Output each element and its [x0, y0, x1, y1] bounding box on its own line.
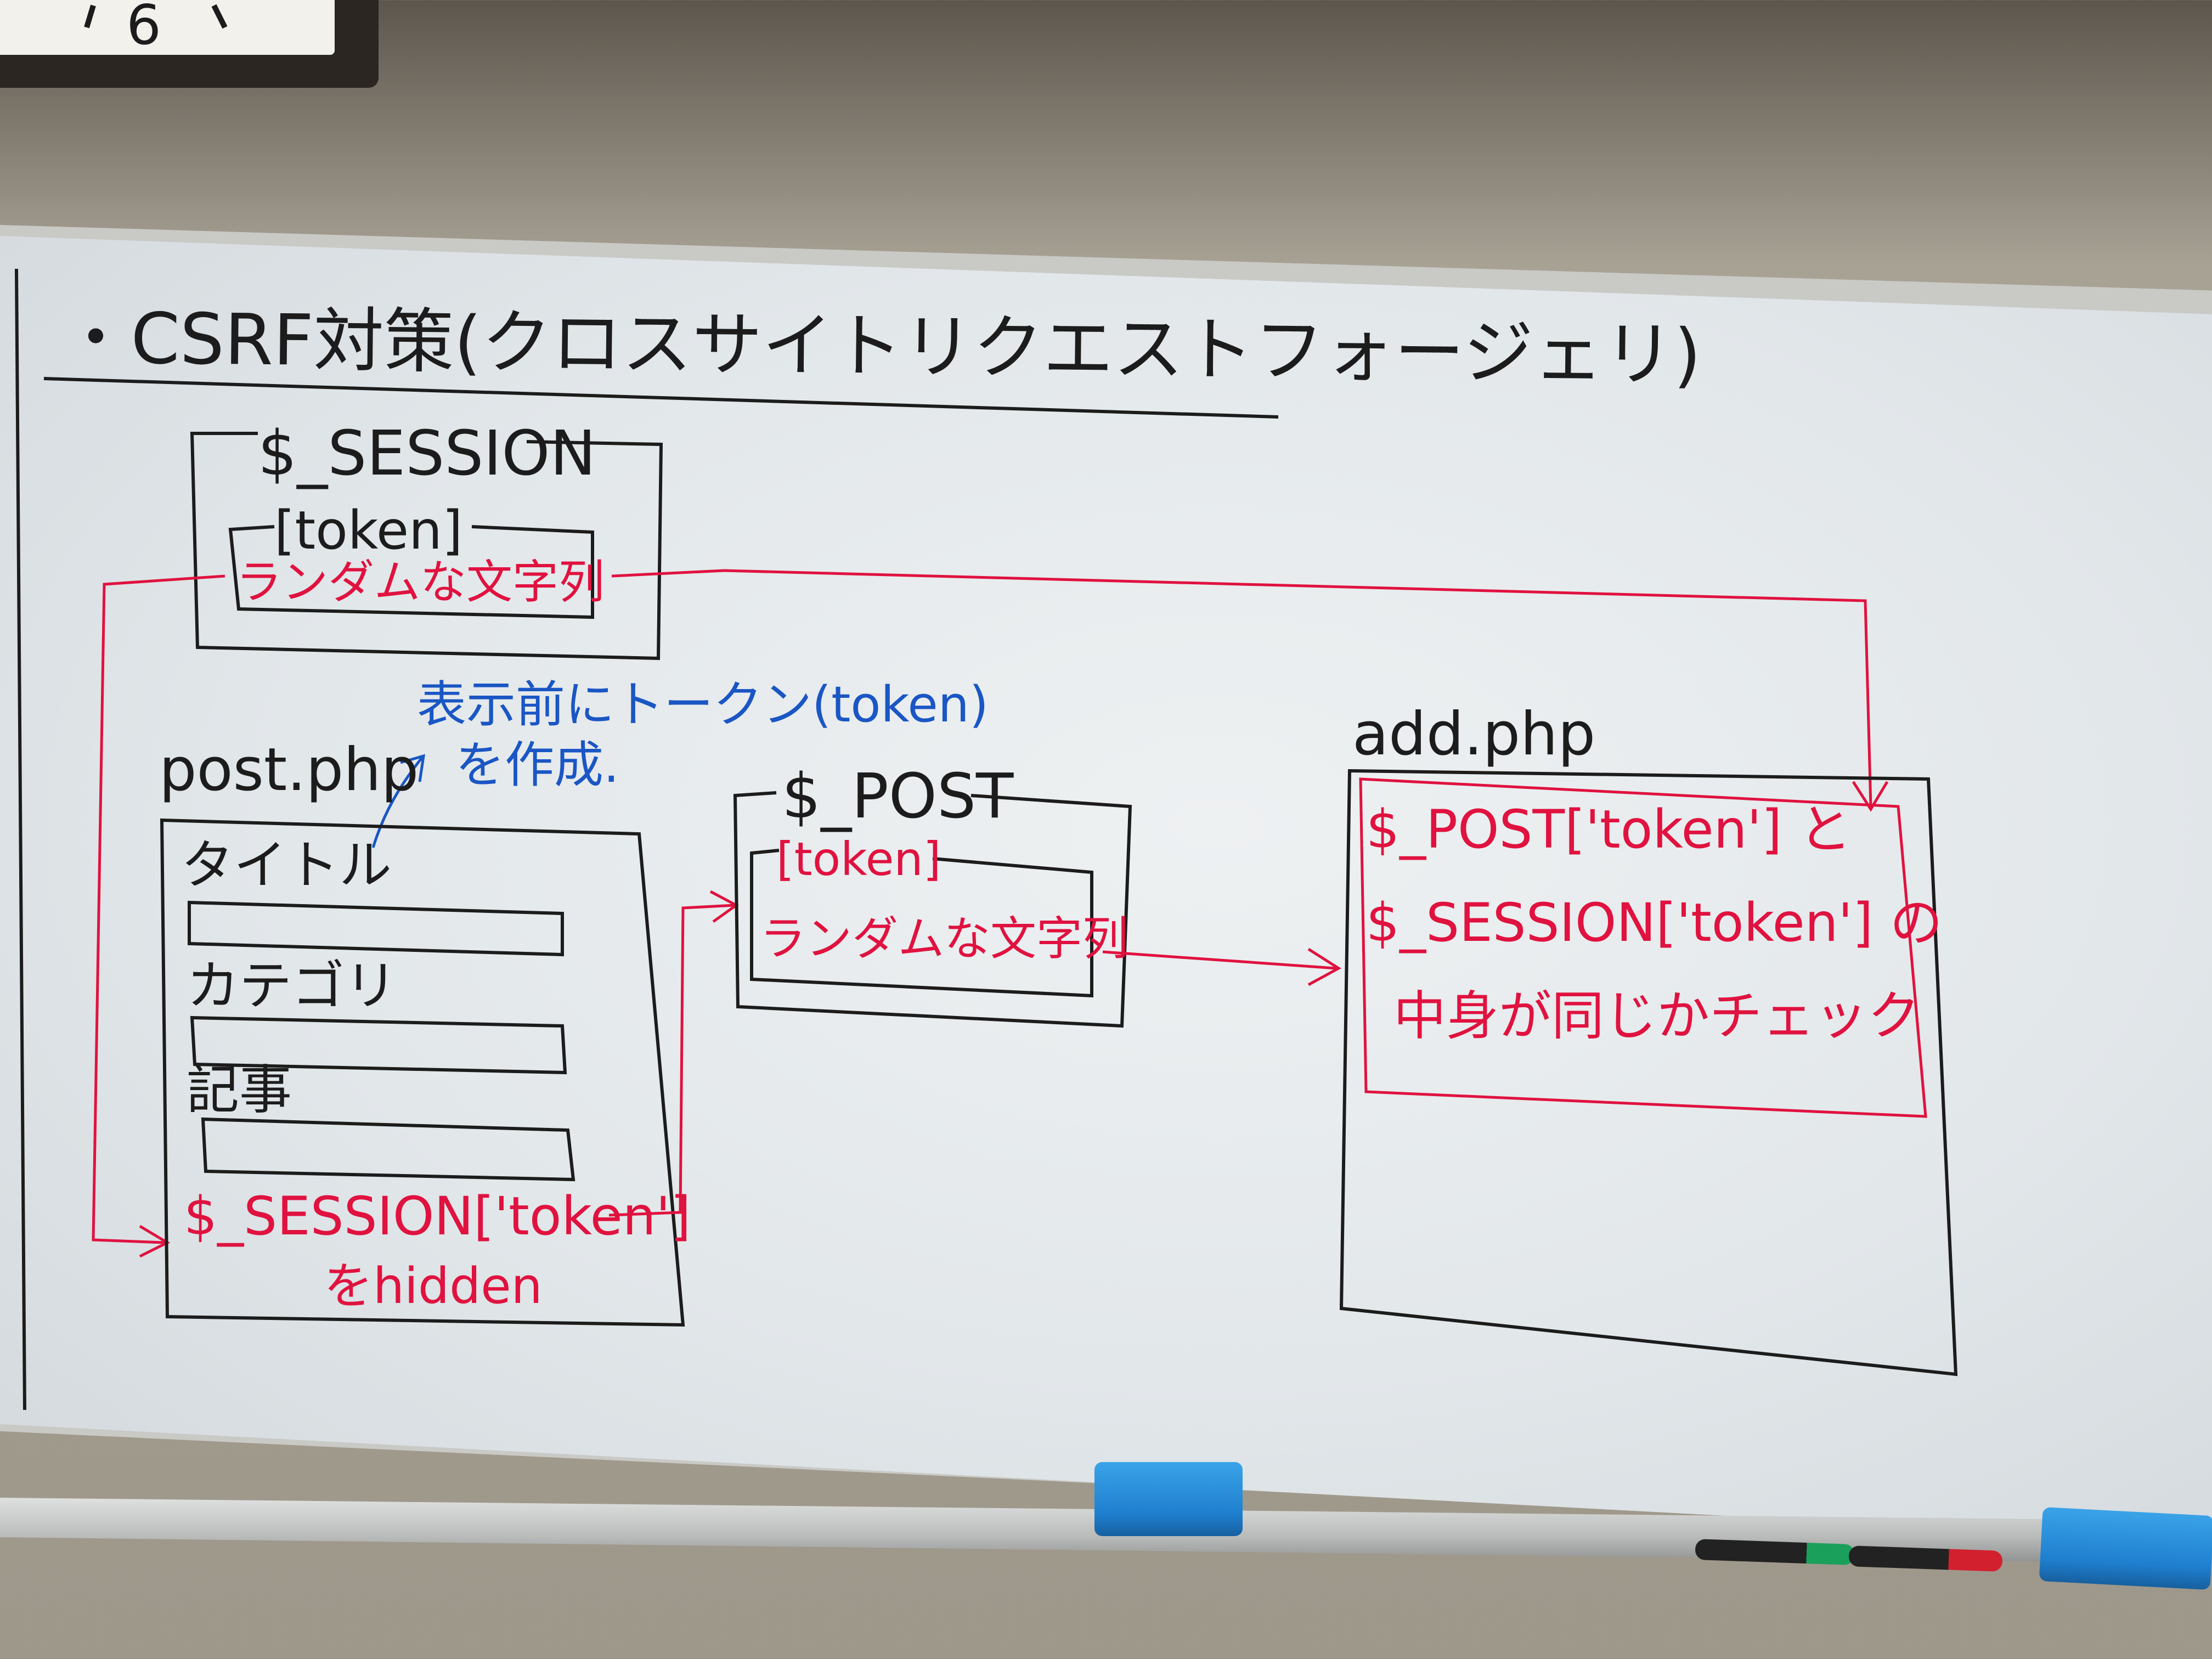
- session-label: $_SESSION: [258, 418, 596, 489]
- blue-note: 表示前にトークン(token) を作成.: [371, 676, 989, 848]
- arrow-session-to-add: [611, 569, 1889, 812]
- clock-face: [0, 0, 335, 55]
- note-line1: 表示前にトークン(token): [417, 676, 989, 733]
- hidden-line1: $_SESSION['token']: [184, 1186, 691, 1247]
- note-line2: を作成.: [455, 736, 619, 794]
- field-title-box: [188, 900, 564, 957]
- add-php-box: add.php $_POST['token'] と $_SESSION['tok…: [1339, 700, 1958, 1376]
- field-category-box: [190, 1015, 567, 1075]
- arrow-hidden-to-post: [608, 890, 739, 1217]
- post-token-key: [token]: [776, 832, 941, 886]
- post-php-filename: post.php: [159, 736, 419, 804]
- add-line1: $_POST['token'] と: [1366, 799, 1852, 860]
- session-box: $_SESSION [token] ランダムな文字列: [190, 418, 663, 661]
- board-title: ・CSRF対策(クロスサイトリクエストフォージェリ): [60, 297, 1702, 396]
- wall-clock: [0, 0, 379, 88]
- post-token-value: ランダムな文字列: [760, 912, 1128, 966]
- add-php-filename: add.php: [1352, 700, 1595, 769]
- arrow-post-to-add: [1102, 947, 1341, 986]
- whiteboard: [0, 236, 2212, 1542]
- post-label: $_POST: [782, 761, 1014, 832]
- clock-numeral: 6: [126, 0, 161, 57]
- session-token-value: ランダムな文字列: [236, 555, 605, 609]
- board-left-edge: [15, 268, 26, 1410]
- session-token-key: [token]: [274, 500, 462, 561]
- post-php-form: post.php タイトル カテゴリ 記事 $_SESSION['token']…: [159, 736, 691, 1327]
- add-line2: $_SESSION['token'] の: [1366, 892, 1943, 953]
- check-frame: [1359, 777, 1927, 1118]
- title-underline: [43, 377, 1279, 419]
- field-article-label: 記事: [187, 1059, 292, 1121]
- eraser: [2039, 1506, 2212, 1590]
- field-category-label: カテゴリ: [187, 955, 397, 1017]
- clock-marks: 6: [84, 0, 228, 57]
- post-box: $_POST [token] ランダムな文字列: [733, 761, 1132, 1028]
- field-title-label: タイトル: [181, 834, 392, 896]
- add-line3: 中身が同じかチェック: [1393, 985, 1920, 1047]
- eraser: [1094, 1462, 1243, 1536]
- field-article-box: [201, 1117, 575, 1182]
- hidden-line2: をhidden: [324, 1257, 543, 1315]
